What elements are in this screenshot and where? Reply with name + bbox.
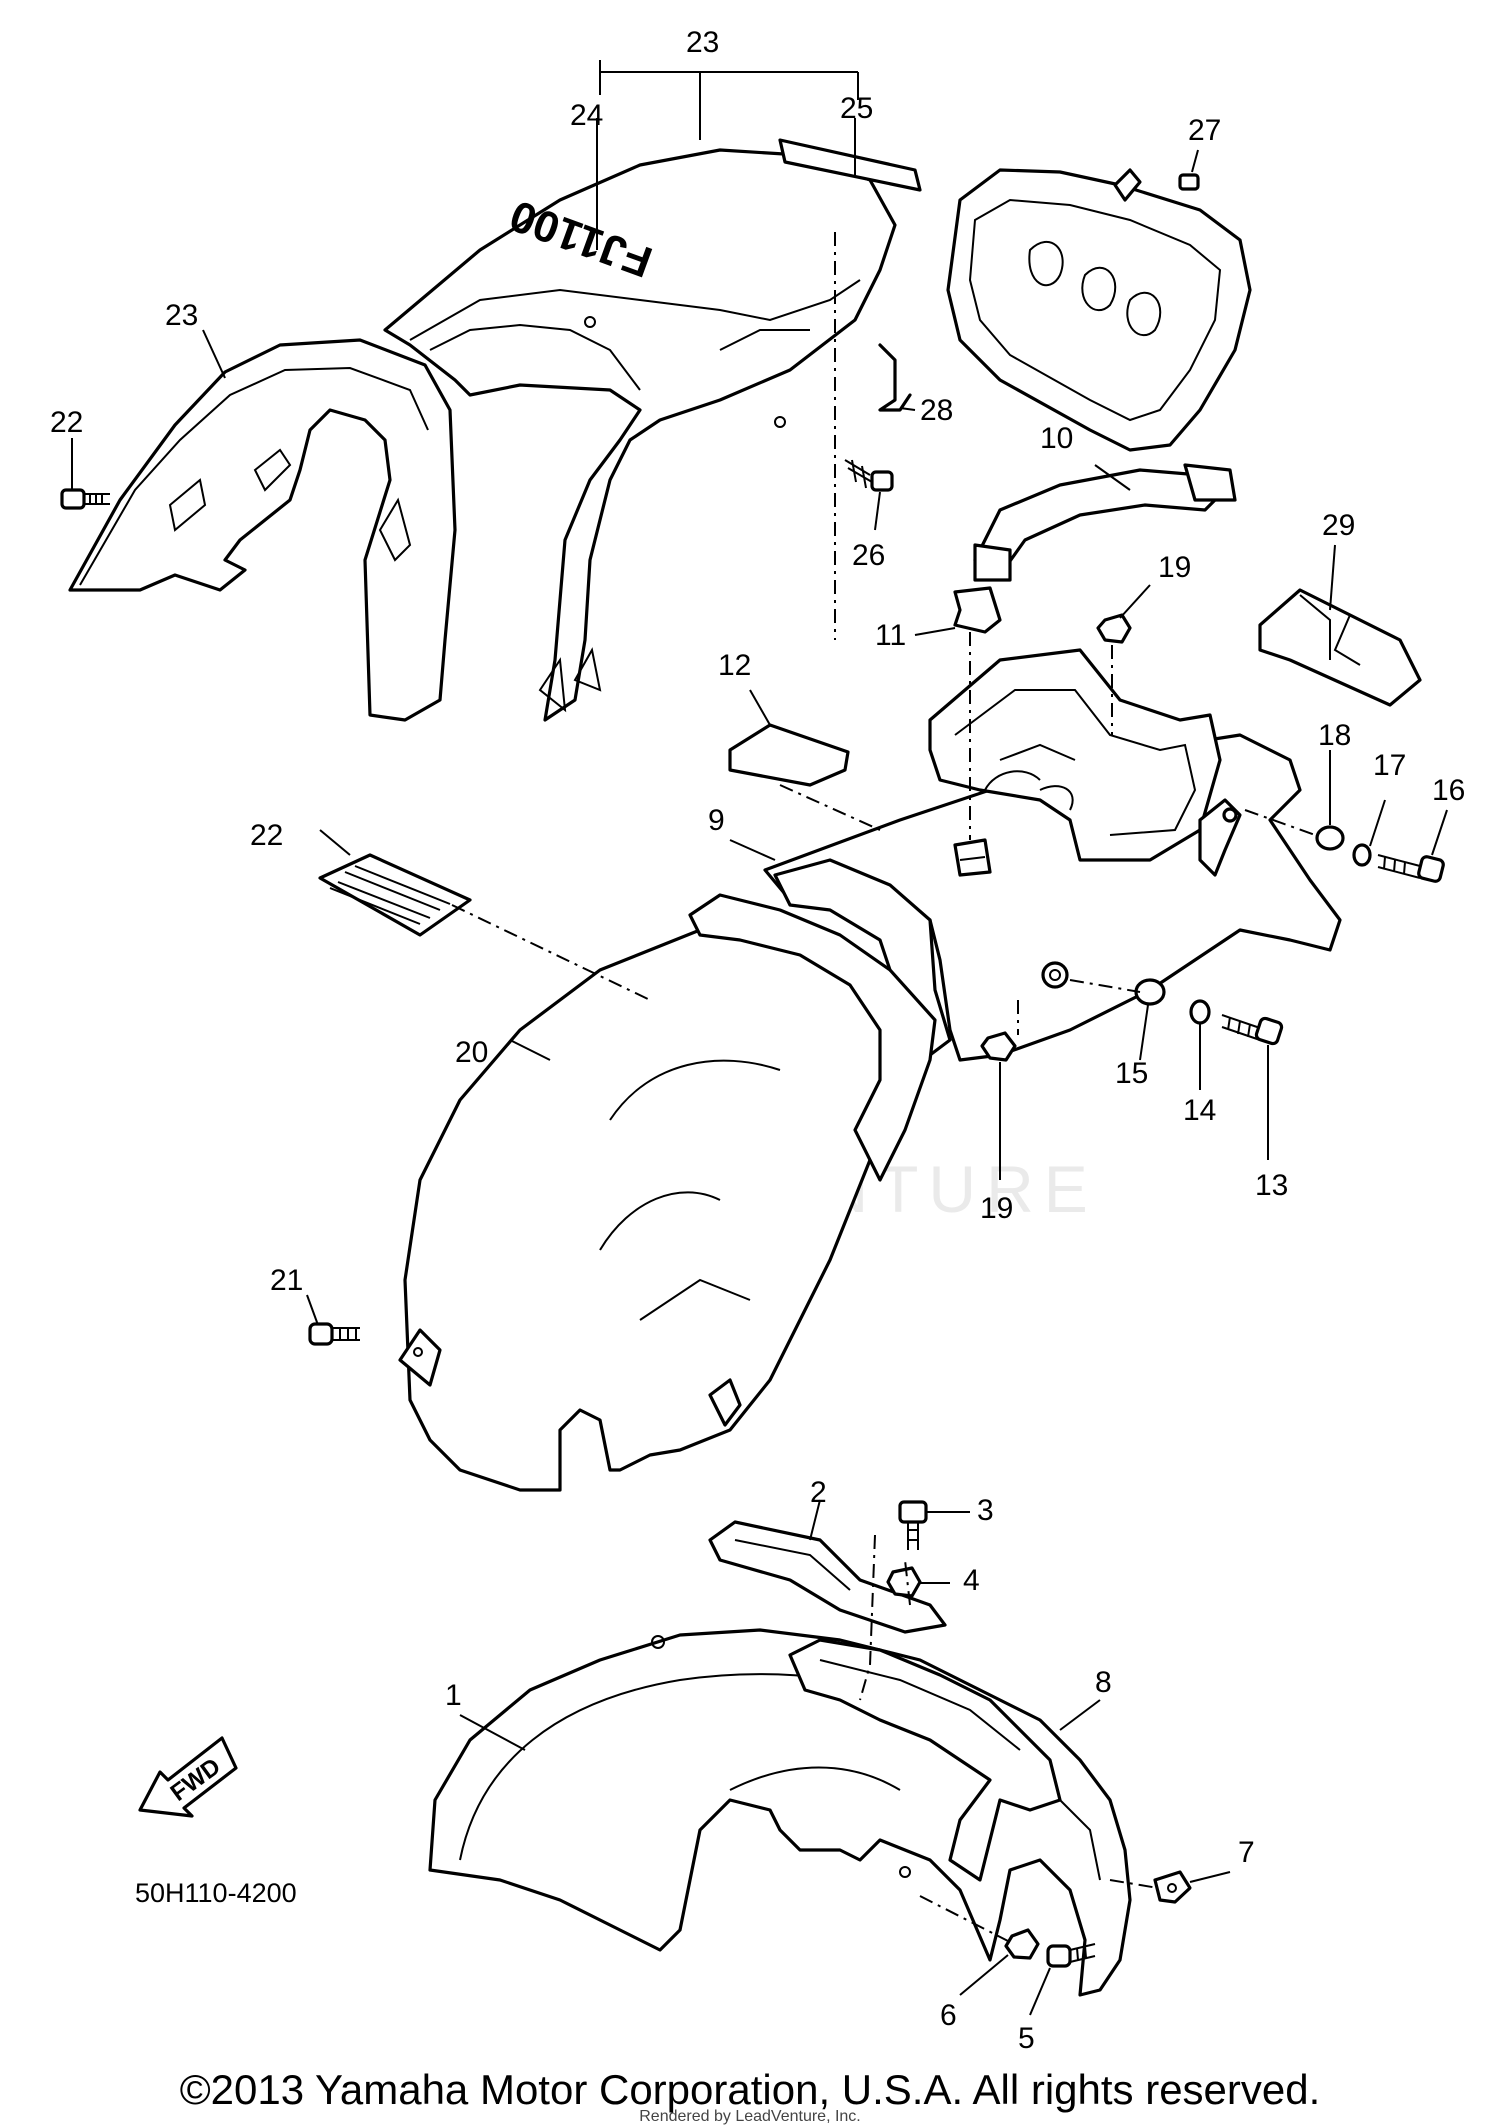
part-10-strap: [973, 463, 1237, 582]
figure-code: 50H110-4200: [135, 1878, 297, 1908]
callout-4: 4: [963, 1564, 980, 1597]
part-24-bolt: [60, 488, 110, 510]
part-11-clip: [953, 586, 1002, 634]
part-7-clip: [1153, 1870, 1192, 1904]
part-29-taillight-housing: [946, 168, 1252, 452]
callout-24: 22: [50, 406, 83, 439]
part-8-fender-stay: [788, 1638, 1101, 1882]
callout-14: 14: [1183, 1094, 1216, 1127]
leader-lines: [71, 60, 1448, 2016]
part-5-bolt: [1046, 1943, 1096, 1968]
part-9-rear-fender: [763, 648, 1342, 1062]
callout-19-top: 19: [1158, 551, 1191, 584]
callout-2: 2: [810, 1476, 827, 1509]
part-19-nut-upper: [1096, 613, 1132, 644]
part-30-bracket: [878, 343, 912, 412]
fwd-arrow-icon: FWD: [138, 1736, 238, 1818]
part-27-label: [778, 138, 922, 192]
part-14-washer: [1189, 999, 1211, 1025]
callout-17: 17: [1373, 749, 1406, 782]
part-20-inner-fender: [398, 893, 937, 1492]
callout-20: 20: [455, 1036, 488, 1069]
part-2-bracket: [708, 1520, 947, 1634]
callout-29: 27: [1188, 114, 1221, 147]
copyright-notice: ©2013 Yamaha Motor Corporation, U.S.A. A…: [179, 2066, 1321, 2113]
callout-8: 8: [1095, 1666, 1112, 1699]
part-21-bolt: [308, 1322, 360, 1346]
callout-16: 16: [1432, 774, 1465, 807]
part-31-tool-pouch: [1258, 588, 1422, 707]
part-19-nut-lower: [980, 1031, 1017, 1062]
callout-1: 1: [445, 1679, 462, 1712]
part-18-grommet: [1315, 825, 1345, 851]
callout-7: 7: [1238, 1836, 1255, 1869]
callout-3: 3: [977, 1494, 994, 1527]
part-16-bolt: [1377, 854, 1445, 883]
part-15-grommet: [1134, 978, 1166, 1006]
part-17-washer: [1352, 843, 1372, 867]
assembly-lines: [451, 232, 1319, 1943]
callout-30: 28: [920, 394, 953, 427]
callout-21: 21: [270, 1264, 303, 1297]
rendered-by-notice: Rendered by LeadVenture, Inc.: [639, 2108, 861, 2125]
callout-22: 22: [250, 819, 283, 852]
part-13-bolt: [1221, 1014, 1284, 1046]
callout-18: 18: [1318, 719, 1351, 752]
callouts: 23 24 25 27 23 22 28 10 26 29 19 11 12 1…: [50, 26, 1465, 2055]
part-6-collar: [1004, 1928, 1040, 1960]
callout-25: 23: [686, 26, 719, 59]
callout-28: 26: [852, 539, 885, 572]
part-22-reflector: [318, 853, 472, 937]
callout-26: 24: [570, 99, 603, 132]
callout-13: 13: [1255, 1169, 1288, 1202]
callout-9: 9: [708, 804, 725, 837]
callout-27: 25: [840, 92, 873, 125]
callout-10: 10: [1040, 422, 1073, 455]
callout-11: 11: [875, 619, 906, 652]
part-4-collar: [886, 1566, 922, 1598]
callout-15: 15: [1115, 1057, 1148, 1090]
callout-31: 29: [1322, 509, 1355, 542]
callout-5: 5: [1018, 2022, 1035, 2055]
part-28-bolt: [844, 459, 894, 492]
callout-6: 6: [940, 1999, 957, 2032]
part-3-bolt: [898, 1500, 928, 1550]
callout-12: 12: [718, 649, 751, 682]
callout-19-bottom: 19: [980, 1192, 1013, 1225]
part-12-pad: [728, 723, 850, 787]
part-23-grab-rail: [68, 338, 457, 722]
callout-23: 23: [165, 299, 198, 332]
